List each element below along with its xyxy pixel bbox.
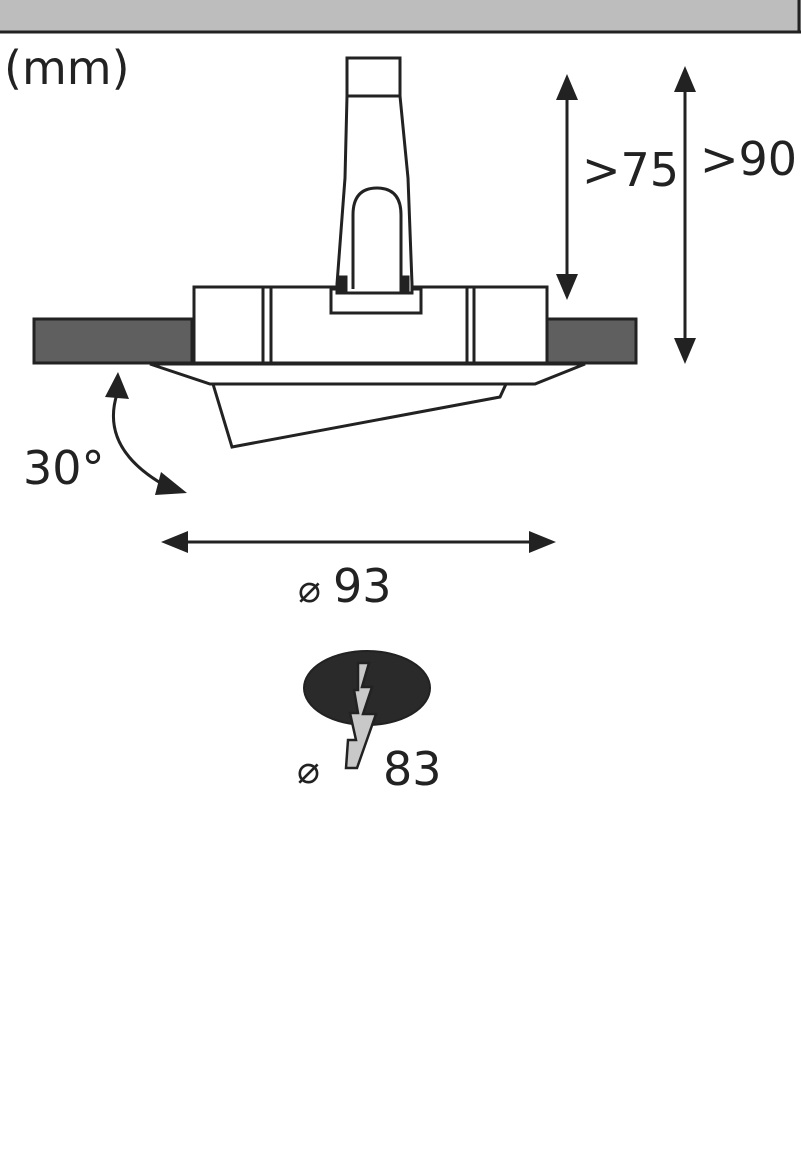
cutout-diameter-symbol: ⌀	[297, 748, 320, 792]
ceiling-panel-right	[544, 317, 638, 365]
cutout-break-marker	[344, 661, 378, 770]
fixture-connector	[335, 56, 414, 295]
header-bar	[0, 0, 801, 33]
cutout-diameter-label: 83	[383, 742, 442, 796]
tilt-angle-arrow	[105, 372, 187, 495]
outer-diameter-symbol: ⌀	[298, 567, 321, 611]
dimension-arrow-depth	[556, 74, 578, 300]
unit-label: (mm)	[4, 41, 130, 95]
ceiling-panel-left	[32, 317, 194, 365]
outer-diameter-label: 93	[333, 559, 392, 613]
tilted-lamp	[149, 362, 586, 449]
tilt-angle-label: 30°	[23, 441, 105, 495]
height-min-label: >90	[700, 132, 797, 186]
fixture-housing	[192, 285, 549, 365]
outer-diameter-arrow	[161, 531, 556, 553]
depth-min-label: >75	[582, 143, 679, 197]
dimension-arrow-height	[674, 66, 696, 364]
